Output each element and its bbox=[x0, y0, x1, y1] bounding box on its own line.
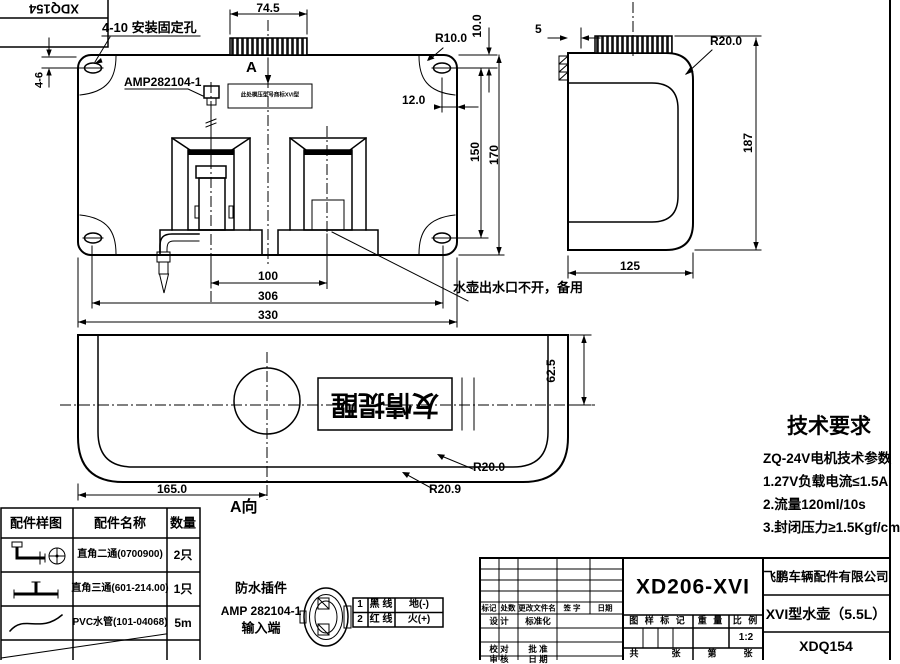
parts-row-name: 直角三通(601-214.00) bbox=[71, 583, 169, 594]
tech-req-subtitle: ZQ-24V电机技术参数 bbox=[763, 451, 892, 466]
waterproof-plug-icon bbox=[299, 587, 352, 647]
tb-audit: 审 核 bbox=[489, 653, 509, 664]
parts-col-qty: 数量 bbox=[169, 515, 197, 531]
dim-hole-right: 12.0 bbox=[402, 93, 426, 107]
pump-recess bbox=[156, 85, 263, 294]
elbow-fitting-icon bbox=[11, 541, 66, 565]
plug-line3: 输入端 bbox=[241, 620, 281, 636]
dim-height-hole: 150 bbox=[468, 141, 482, 163]
parts-table-grid bbox=[0, 507, 201, 660]
reminder-text: 友情提醒 bbox=[331, 389, 439, 420]
tb-check: 校 对 bbox=[489, 643, 509, 654]
dim-length: 165.0 bbox=[156, 482, 188, 496]
parts-col-name: 配件名称 bbox=[93, 515, 147, 531]
product-code: XDQ154 bbox=[799, 638, 853, 654]
dim-side-height: 187 bbox=[741, 132, 755, 154]
dim-r-inner: R20.0 bbox=[473, 460, 506, 474]
tee-fitting-icon bbox=[13, 581, 59, 599]
tb-scale: 比 例 bbox=[732, 615, 760, 626]
dim-hole-span: 306 bbox=[257, 289, 279, 303]
tb-mark: 标记 bbox=[481, 603, 497, 613]
tb-date: 日期 bbox=[597, 603, 613, 613]
dim-side-width: 125 bbox=[619, 259, 641, 273]
plug-line1: 防水插件 bbox=[234, 580, 288, 596]
wire1-color: 黑 线 bbox=[369, 599, 393, 610]
mount-holes bbox=[82, 62, 453, 244]
mount-hole-label: 4-10 安装固定孔 bbox=[102, 20, 197, 35]
dim-r-outer: R20.9 bbox=[429, 482, 462, 496]
tb-weight: 重 量 bbox=[697, 615, 725, 626]
wire1-role: 地(-) bbox=[409, 599, 429, 610]
tb-pattern-mark: 图 样 标 记 bbox=[629, 615, 687, 626]
filler-cap-front bbox=[229, 37, 308, 56]
spare-outlet-recess bbox=[277, 136, 379, 256]
corner-code: XDQ154 bbox=[29, 1, 79, 17]
outlet-leader bbox=[331, 231, 469, 302]
centerlines bbox=[60, 2, 634, 500]
company-name: 飞鹏车辆配件有限公司 bbox=[763, 569, 889, 584]
parts-col-sample: 配件样图 bbox=[9, 515, 63, 531]
tech-req-title: 技术要求 bbox=[787, 415, 871, 438]
pvc-tube-icon bbox=[8, 613, 64, 633]
drawing-number: XD206-XVI bbox=[635, 575, 751, 599]
bottom-view bbox=[77, 334, 592, 501]
parts-row-qty: 2只 bbox=[173, 548, 193, 562]
parts-row-name: PVC水管(101-04068) bbox=[72, 617, 168, 628]
tb-page: 第 bbox=[707, 648, 717, 659]
tb-design: 设 计 bbox=[489, 615, 509, 626]
bottom-boss-circle bbox=[233, 367, 301, 435]
tech-req-item3: 3.封闭压力≥1.5Kgf/cm bbox=[763, 520, 900, 535]
front-dimensions bbox=[41, 9, 505, 328]
dim-height-total: 170 bbox=[487, 144, 501, 166]
filler-cap-side bbox=[594, 35, 673, 54]
connector-label: AMP282104-1 bbox=[124, 75, 202, 89]
dim-cap-width: 74.5 bbox=[256, 1, 280, 15]
dim-hole-top: 10.0 bbox=[470, 14, 484, 38]
wire2-color: 红 线 bbox=[369, 614, 393, 625]
hole-dim-label: 4-6 bbox=[33, 72, 46, 88]
trademark-note: 此处模压型号商标XVI型 bbox=[240, 92, 300, 99]
plug-line2: AMP 282104-1 bbox=[220, 604, 302, 618]
product-name: XVI型水壶（5.5L） bbox=[765, 606, 887, 622]
trademark-note-box bbox=[227, 83, 313, 109]
tb-standard: 标准化 bbox=[525, 615, 551, 626]
tb-sign: 签 字 bbox=[563, 603, 581, 613]
parts-row-qty: 5m bbox=[174, 616, 192, 630]
outlet-note: 水壶出水口不开，备用 bbox=[453, 280, 584, 295]
tb-count: 处数 bbox=[500, 603, 516, 613]
tb-date2: 日 期 bbox=[528, 653, 548, 664]
tb-sheet2: 张 bbox=[743, 648, 753, 659]
dim-depth: 62.5 bbox=[544, 359, 558, 383]
front-view bbox=[77, 37, 469, 302]
tb-scale-value: 1:2 bbox=[738, 632, 754, 643]
dim-outlet-span: 100 bbox=[257, 269, 279, 283]
side-view bbox=[547, 27, 762, 279]
dim-side-radius: R20.0 bbox=[710, 34, 743, 48]
tech-req-item1: 1.27V负载电流≤1.5A bbox=[763, 474, 889, 489]
tb-total: 共 bbox=[629, 648, 639, 659]
wire2-role: 火(+) bbox=[407, 614, 431, 625]
dim-cap-offset: 5 bbox=[535, 22, 542, 36]
title-block-grid bbox=[479, 557, 891, 660]
tech-req-item2: 2.流量120ml/10s bbox=[763, 497, 866, 512]
wire1-no: 1 bbox=[357, 599, 363, 610]
reminder-box bbox=[317, 377, 453, 431]
wire2-no: 2 bbox=[357, 614, 363, 625]
view-label-a: A向 bbox=[230, 499, 258, 516]
section-letter: A bbox=[246, 59, 257, 76]
tb-approve: 批 准 bbox=[528, 643, 548, 654]
wire-table-grid bbox=[352, 597, 444, 628]
parts-row-qty: 1只 bbox=[173, 582, 193, 596]
dim-width-total: 330 bbox=[257, 308, 279, 322]
tb-change-file: 更改文件名 bbox=[518, 603, 556, 613]
dim-corner-radius: R10.0 bbox=[435, 31, 468, 45]
grip-hatch bbox=[558, 55, 569, 81]
parts-row-name: 直角二通(0700900) bbox=[77, 549, 163, 560]
tb-sheet: 张 bbox=[671, 648, 681, 659]
